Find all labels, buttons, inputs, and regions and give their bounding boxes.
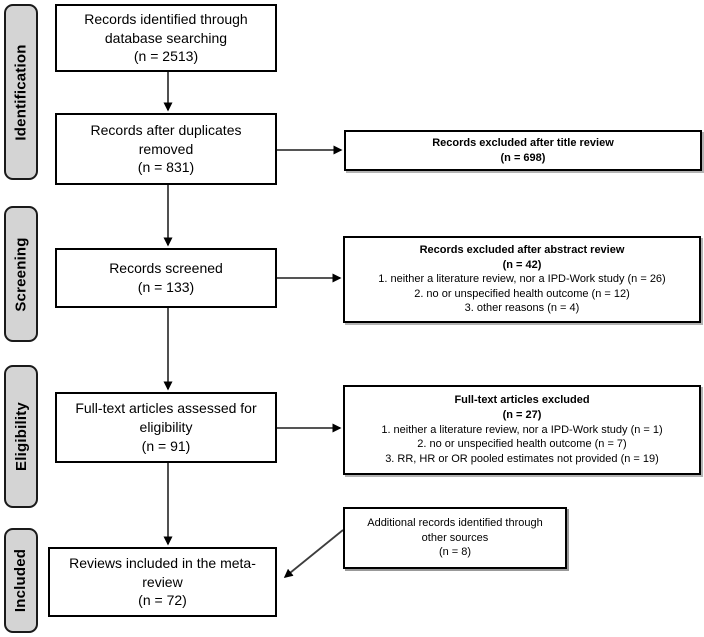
box-records-screened: Records screened (n = 133) [55,248,277,308]
box-excluded-abstract-review-reasons: 1. neither a literature review, nor a IP… [378,273,666,315]
box-excluded-title-review: Records excluded after title review (n =… [344,130,702,171]
box-records-identified: Records identified through database sear… [55,4,277,72]
box-records-screened-text: Records screened (n = 133) [109,260,223,295]
box-reviews-included: Reviews included in the meta- review (n … [48,547,277,617]
box-additional-records: Additional records identified through ot… [343,507,567,569]
arrow-additional-to-included [283,529,344,578]
box-excluded-abstract-review: Records excluded after abstract review (… [343,236,701,323]
stage-label-text: Screening [12,236,30,312]
stage-label-included: Included [4,528,38,633]
box-excluded-title-review-header: Records excluded after title review (n =… [432,136,614,164]
stage-label-text: Identification [12,43,30,141]
box-fulltext-excluded: Full-text articles excluded (n = 27) 1. … [343,385,701,475]
stage-label-eligibility: Eligibility [4,365,38,508]
box-records-identified-text: Records identified through database sear… [84,10,248,65]
stage-label-text: Eligibility [12,402,30,471]
stage-label-screening: Screening [4,206,38,342]
box-fulltext-excluded-header: Full-text articles excluded (n = 27) [454,394,590,422]
stage-label-text: Included [12,548,30,613]
box-records-after-duplicates-text: Records after duplicates removed (n = 83… [90,121,242,176]
box-excluded-abstract-review-header: Records excluded after abstract review (… [419,243,625,271]
stage-label-identification: Identification [4,4,38,180]
box-fulltext-assessed: Full-text articles assessed for eligibil… [55,392,277,463]
box-fulltext-excluded-reasons: 1. neither a literature review, nor a IP… [381,423,663,465]
box-records-after-duplicates: Records after duplicates removed (n = 83… [55,113,277,185]
box-fulltext-assessed-text: Full-text articles assessed for eligibil… [75,400,257,454]
box-additional-records-text: Additional records identified through ot… [367,517,543,559]
box-reviews-included-text: Reviews included in the meta- review (n … [69,554,256,609]
